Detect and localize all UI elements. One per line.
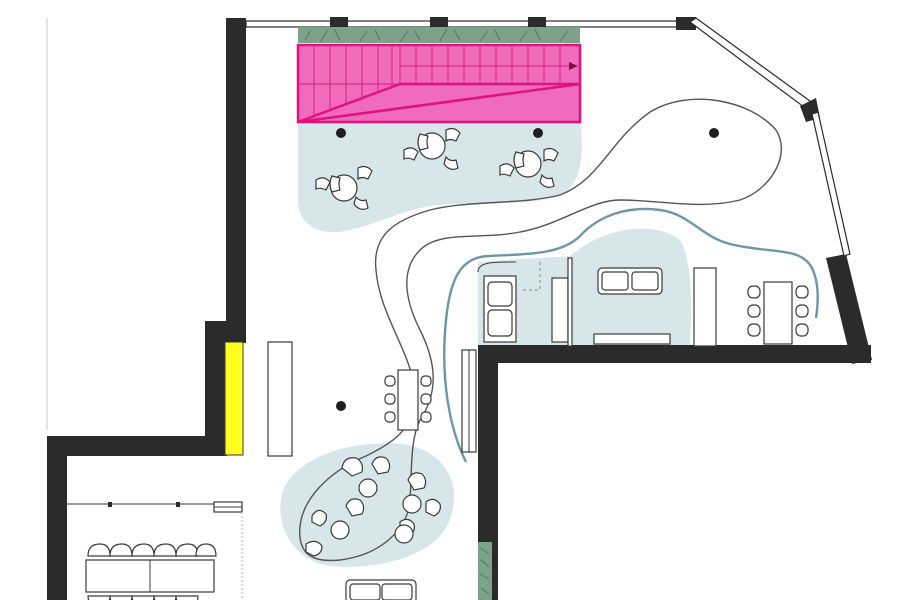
storage-unit-right [693, 267, 717, 347]
sofa-bottom [345, 579, 417, 600]
structural-columns [336, 128, 719, 411]
lounge-chairs-bottom [305, 456, 441, 557]
sofa-meeting [593, 267, 671, 345]
meeting-room-bottom-left [67, 501, 243, 600]
planter-top [298, 27, 580, 43]
lounge-table-group-left [315, 165, 373, 210]
lounge-table-group-mid [403, 127, 461, 170]
partition-wall [567, 257, 573, 347]
yellow-core-element [224, 341, 244, 456]
work-table-center [384, 369, 432, 431]
lounge-zone-top [298, 120, 582, 233]
lounge-table-group-right [499, 147, 559, 188]
storage-unit-left [267, 341, 293, 457]
exterior-walls [47, 18, 872, 600]
meeting-zone-right [478, 228, 691, 345]
acoustic-curtain-line [443, 207, 819, 463]
planter-bottom [478, 542, 492, 600]
windows [245, 17, 851, 257]
lounge-booth-left [477, 261, 569, 343]
walking-path [299, 98, 782, 562]
staircase [296, 43, 582, 124]
dining-table-right [747, 281, 809, 345]
